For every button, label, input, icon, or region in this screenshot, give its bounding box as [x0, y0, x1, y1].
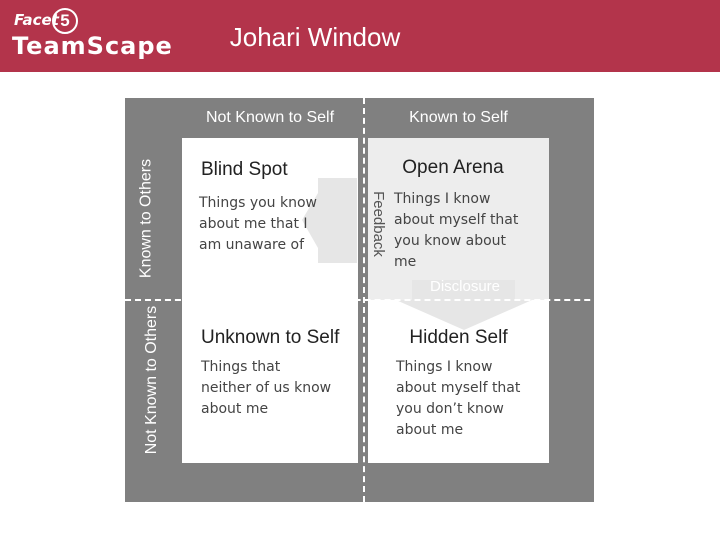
blind-spot-title: Blind Spot	[201, 159, 288, 180]
horizontal-divider	[125, 299, 720, 301]
column-header-known-to-self: Known to Self	[409, 109, 508, 126]
logo-facet-text: Facet	[14, 11, 59, 29]
unknown-to-self-line: neither of us know	[201, 380, 332, 396]
hidden-self-description: Things I know about myself that you don’…	[396, 357, 546, 441]
unknown-to-self-line: about me	[201, 401, 269, 417]
open-arena-line: me	[394, 254, 417, 270]
hidden-self-line: about myself that	[396, 380, 521, 396]
open-arena-description: Things I know about myself that you know…	[394, 189, 544, 273]
quadrant-open-arena	[368, 138, 549, 300]
hidden-self-line: you don’t know	[396, 401, 504, 417]
quadrant-unknown-to-self	[182, 300, 358, 463]
blind-spot-line: am unaware of	[199, 237, 305, 253]
unknown-to-self-title: Unknown to Self	[201, 327, 340, 348]
feedback-arrow-icon	[302, 178, 357, 263]
vertical-divider	[363, 98, 365, 502]
feedback-label: Feedback	[370, 191, 387, 257]
column-header-not-known-to-self: Not Known to Self	[205, 109, 335, 126]
blind-spot-line: about me that I	[199, 216, 308, 232]
disclosure-label: Disclosure	[429, 278, 501, 295]
header-bar: Facet 5 TeamScape Johari Window	[0, 0, 720, 72]
hidden-self-line: about me	[396, 422, 464, 438]
open-arena-line: you know about	[394, 233, 507, 249]
hidden-self-title: Hidden Self	[409, 327, 508, 348]
disclosure-arrow-icon	[396, 280, 532, 330]
open-arena-line: Things I know	[394, 191, 491, 207]
blind-spot-line: Things you know	[199, 195, 317, 211]
unknown-to-self-line: Things that	[201, 359, 281, 375]
page-title: Johari Window	[229, 22, 401, 52]
open-arena-title: Open Arena	[402, 157, 504, 178]
logo-teamscape-text: TeamScape	[12, 32, 173, 60]
logo-five-badge: 5	[52, 8, 78, 34]
open-arena-line: about myself that	[394, 212, 519, 228]
unknown-to-self-description: Things that neither of us know about me	[201, 357, 351, 420]
hidden-self-line: Things I know	[396, 359, 493, 375]
blind-spot-description: Things you know about me that I am unawa…	[199, 193, 329, 256]
